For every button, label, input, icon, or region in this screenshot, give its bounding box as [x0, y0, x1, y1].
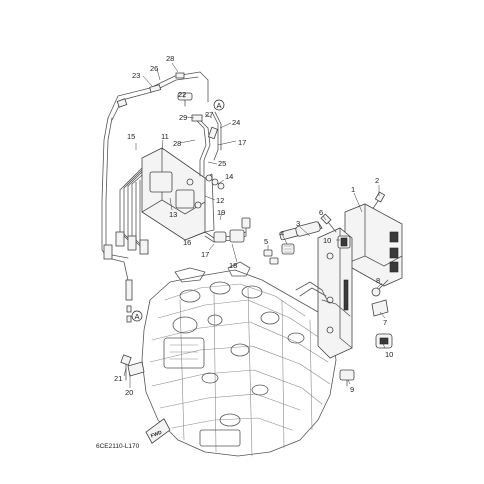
- callout-21: 21: [114, 374, 122, 383]
- callout-12: 12: [216, 196, 224, 205]
- fwd-direction-marker: FWD: [145, 418, 171, 444]
- callout-1: 1: [351, 185, 355, 194]
- callout-10-lower: 10: [385, 350, 393, 359]
- hose-fittings-top: [177, 92, 225, 190]
- reference-marker-bottom: A: [131, 310, 143, 322]
- diagram-code: 6CE2110-L170: [96, 443, 140, 450]
- callout-2: 2: [375, 176, 379, 185]
- callout-24: 24: [232, 118, 240, 127]
- callout-28-mid: 28: [173, 139, 181, 148]
- callout-28-top: 28: [166, 54, 174, 63]
- callout-6: 6: [319, 208, 323, 217]
- callout-8: 8: [376, 276, 380, 285]
- callout-11: 11: [161, 132, 169, 141]
- reference-marker-top: A: [213, 99, 225, 111]
- sensor-bracket-parts: [279, 191, 403, 387]
- callout-19: 19: [217, 208, 225, 217]
- callout-numbers: 1 2 3 4 5 6 7 8 9 10 10 11 12 13 14 15 1…: [114, 54, 393, 397]
- callout-17-lower: 17: [201, 250, 209, 259]
- callout-5: 5: [264, 237, 268, 246]
- callout-3: 3: [296, 219, 300, 228]
- leader-lines: [123, 62, 386, 388]
- callout-18: 18: [229, 261, 237, 270]
- fitting-4-5: [263, 243, 295, 265]
- reference-marker-label: A: [135, 312, 140, 321]
- callout-26: 26: [150, 64, 158, 73]
- callout-13: 13: [169, 210, 177, 219]
- wire-harness: [101, 71, 209, 323]
- callout-27: 27: [205, 110, 213, 119]
- callout-22: 22: [178, 90, 186, 99]
- bolt-bracket-20-21: [120, 354, 145, 381]
- callout-14: 14: [225, 172, 233, 181]
- callout-20: 20: [125, 388, 133, 397]
- callout-10-upper: 10: [323, 236, 331, 245]
- callout-17-upper: 17: [238, 138, 246, 147]
- callout-7: 7: [383, 318, 387, 327]
- callout-9: 9: [350, 385, 354, 394]
- callout-25: 25: [218, 159, 226, 168]
- fwd-label: FWD: [150, 430, 163, 440]
- ignition-coil-assembly: [141, 147, 215, 241]
- callout-23: 23: [132, 71, 140, 80]
- engine-block: [141, 261, 337, 457]
- callout-4: 4: [280, 229, 284, 238]
- callout-16: 16: [183, 238, 191, 247]
- connector-cluster: [204, 217, 251, 243]
- reference-marker-label: A: [217, 101, 222, 110]
- callout-29: 29: [179, 113, 187, 122]
- callout-15: 15: [127, 132, 135, 141]
